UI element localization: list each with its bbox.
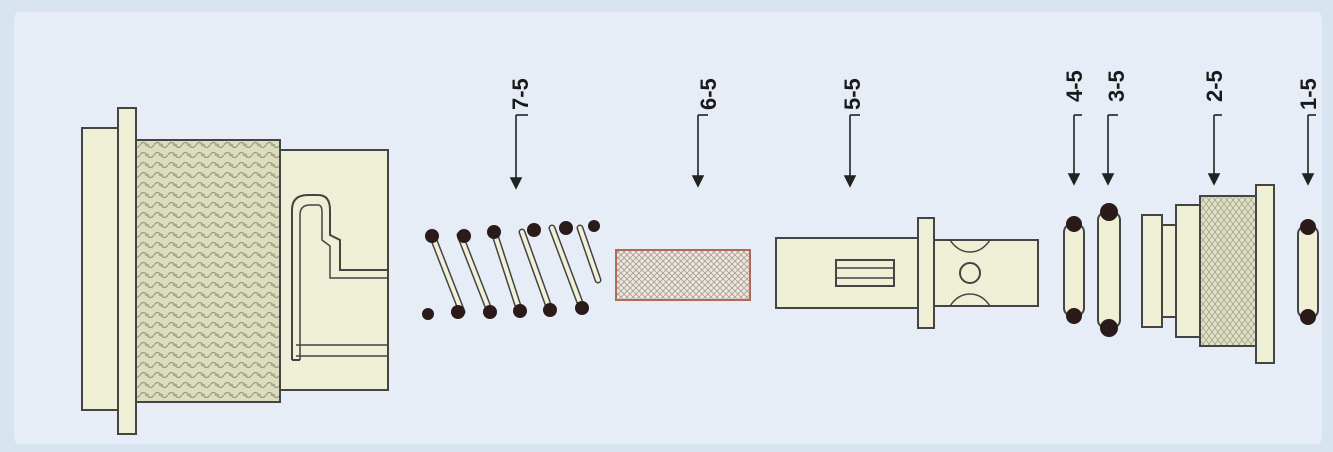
leader-4-5 [1067,114,1082,186]
part-label-5-5: 5-5 [840,78,865,110]
o-ring-4-5 [1063,216,1085,324]
leader-1-5 [1301,114,1316,186]
leader-2-5 [1207,114,1222,186]
o-ring-3-5 [1097,203,1121,337]
part-label-6-5: 6-5 [696,78,721,110]
leader-7-5 [509,114,528,190]
o-ring-1-5 [1297,219,1319,325]
part-label-1-5: 1-5 [1296,78,1321,110]
part-label-4-5: 4-5 [1062,70,1087,102]
leader-6-5 [691,114,708,188]
leader-3-5 [1101,114,1118,186]
leader-5-5 [843,114,860,188]
filter-screen-6-5 [615,249,751,301]
threaded-plug-2-5 [1141,184,1275,364]
plunger-5-5 [775,217,1039,329]
housing-body [81,107,389,435]
part-label-2-5: 2-5 [1202,70,1227,102]
spring-7-5 [422,220,602,320]
part-label-7-5: 7-5 [508,78,533,110]
part-label-3-5: 3-5 [1104,70,1129,102]
